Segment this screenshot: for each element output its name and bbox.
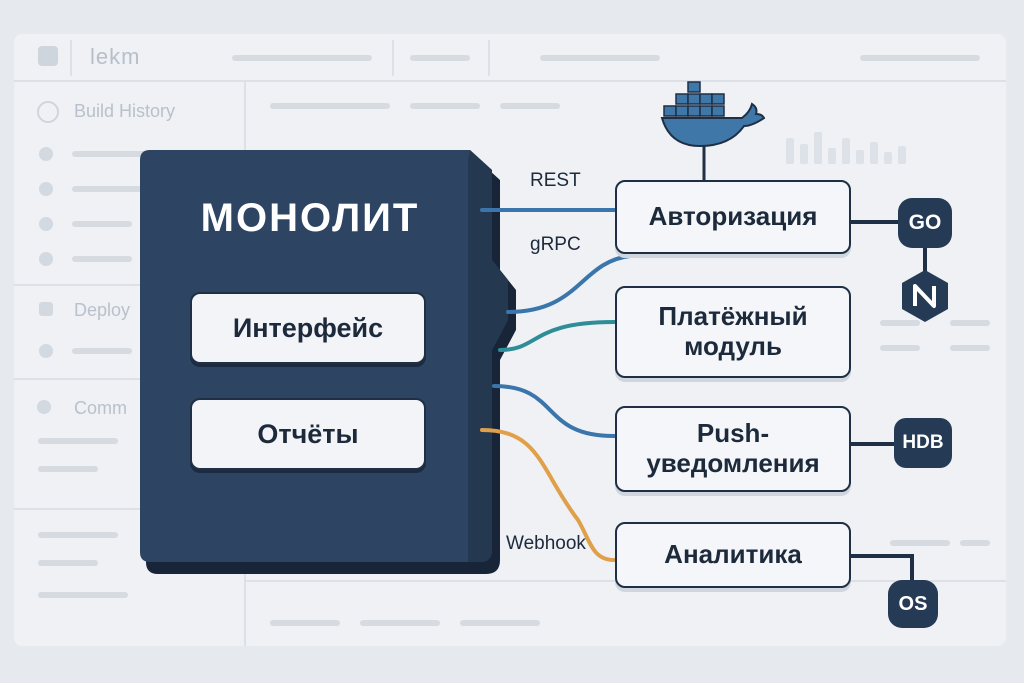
background-placeholder-bar bbox=[232, 55, 372, 61]
background-placeholder-bar bbox=[360, 620, 440, 626]
background-sidebar-label: Comm bbox=[74, 398, 127, 418]
background-list-dot bbox=[39, 217, 53, 231]
background-placeholder-bar bbox=[72, 151, 152, 157]
background-placeholder-bar bbox=[950, 345, 990, 351]
service-push-label-line1: Push- bbox=[696, 418, 770, 449]
service-auth: Авторизация bbox=[615, 180, 851, 254]
background-placeholder-bar bbox=[270, 103, 390, 109]
background-placeholder-bar bbox=[38, 466, 98, 472]
grpc-connector bbox=[506, 254, 632, 314]
service-auth-label: Авторизация bbox=[648, 201, 818, 232]
background-topbar bbox=[14, 34, 1006, 82]
background-placeholder-bar bbox=[72, 256, 132, 262]
background-placeholder-bar bbox=[38, 532, 118, 538]
background-chart-bar bbox=[870, 142, 878, 164]
docker-whale-icon bbox=[660, 81, 766, 148]
background-divider bbox=[488, 40, 490, 76]
module-interface: Интерфейс bbox=[190, 292, 426, 364]
background-placeholder-bar bbox=[38, 560, 98, 566]
background-sidebar-label: Build History bbox=[74, 101, 176, 121]
background-sidebar-icon bbox=[39, 302, 53, 316]
background-chart-bar bbox=[814, 132, 822, 164]
background-placeholder-bar bbox=[540, 55, 660, 61]
background-placeholder-bar bbox=[72, 186, 142, 192]
background-placeholder-bar bbox=[72, 348, 132, 354]
background-sidebar-label: Deploy bbox=[74, 300, 131, 320]
background-placeholder-bar bbox=[960, 540, 990, 546]
background-chart-bar bbox=[828, 148, 836, 164]
payment-connector bbox=[498, 320, 616, 352]
background-list-dot bbox=[39, 147, 53, 161]
background-placeholder-bar bbox=[270, 620, 340, 626]
background-placeholder-bar bbox=[890, 540, 950, 546]
background-chart-bar bbox=[786, 138, 794, 164]
hdb-badge: HDB bbox=[894, 418, 952, 468]
background-sidebar-icon bbox=[37, 101, 59, 123]
background-placeholder-bar bbox=[410, 55, 470, 61]
background-placeholder-bar bbox=[500, 103, 560, 109]
background-chart-bar bbox=[884, 152, 892, 164]
background-sidebar-icon bbox=[37, 400, 51, 414]
background-placeholder-bar bbox=[860, 55, 980, 61]
background-list-dot bbox=[39, 344, 53, 358]
background-chart-bar bbox=[898, 146, 906, 164]
background-chart-bar bbox=[842, 138, 850, 164]
background-separator bbox=[14, 378, 244, 380]
background-placeholder-bar bbox=[72, 221, 132, 227]
background-chart-bar bbox=[800, 144, 808, 164]
service-analytics: Аналитика bbox=[615, 522, 851, 588]
os-badge: OS bbox=[888, 580, 938, 628]
background-separator bbox=[14, 284, 244, 286]
module-reports: Отчёты bbox=[190, 398, 426, 470]
background-divider bbox=[392, 40, 394, 76]
background-placeholder-bar bbox=[38, 438, 118, 444]
background-placeholder-bar bbox=[880, 345, 920, 351]
service-analytics-label: Аналитика bbox=[664, 539, 802, 570]
background-placeholder-bar bbox=[880, 320, 920, 326]
push-connector bbox=[492, 384, 616, 438]
background-placeholder-bar bbox=[460, 620, 540, 626]
background-list-dot bbox=[39, 182, 53, 196]
service-push: Push- уведомления bbox=[615, 406, 851, 492]
background-placeholder-bar bbox=[410, 103, 480, 109]
background-chart-bar bbox=[856, 150, 864, 164]
monolith-edge bbox=[468, 150, 508, 562]
background-divider bbox=[70, 40, 72, 76]
grpc-label: gRPC bbox=[530, 234, 581, 255]
go-badge: GO bbox=[898, 198, 952, 248]
service-push-label-line2: уведомления bbox=[646, 448, 820, 478]
background-separator bbox=[14, 508, 244, 510]
rest-label: REST bbox=[530, 170, 581, 191]
webhook-connector bbox=[480, 428, 616, 562]
background-menu-icon bbox=[38, 46, 58, 66]
background-placeholder-bar bbox=[950, 320, 990, 326]
background-placeholder-bar bbox=[38, 592, 128, 598]
monolith-title: МОНОЛИТ bbox=[200, 196, 420, 240]
os-connector bbox=[848, 554, 914, 580]
webhook-label: Webhook bbox=[506, 533, 586, 554]
service-payment: Платёжный модуль bbox=[615, 286, 851, 378]
background-list-dot bbox=[39, 252, 53, 266]
service-payment-label-line2: модуль bbox=[684, 331, 782, 361]
background-app-logo: lekm bbox=[90, 44, 141, 69]
service-payment-label-line1: Платёжный bbox=[658, 301, 808, 332]
